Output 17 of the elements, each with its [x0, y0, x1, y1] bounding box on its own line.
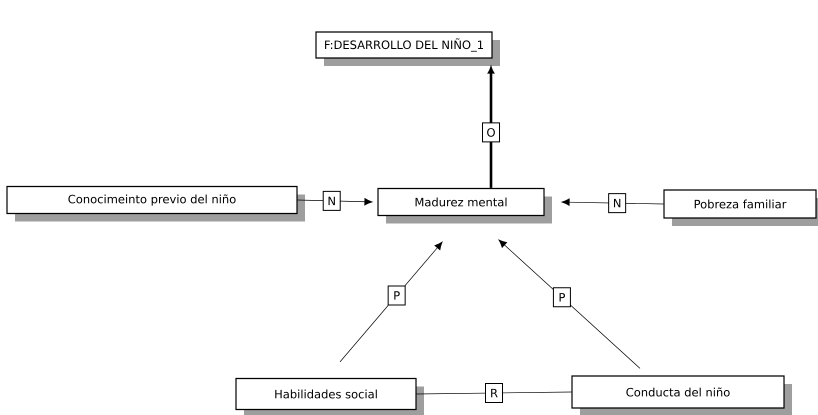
arrow: [340, 242, 443, 362]
text-box: Madurez mental: [377, 188, 552, 224]
edge-label: P: [552, 287, 571, 308]
edge-label: N: [608, 193, 626, 214]
text-box: Pobreza familiar: [663, 189, 818, 226]
arrow: [297, 198, 373, 206]
edge-label: P: [388, 285, 406, 306]
edge-label: R: [485, 383, 503, 403]
arrow: [498, 240, 640, 369]
text-box: Habilidades social: [235, 378, 424, 415]
text-box: Conocimeinto previo del niño: [6, 186, 305, 222]
edge-label: N: [322, 190, 341, 211]
text-box: Conducta del niño: [571, 375, 792, 415]
arrow: [488, 66, 494, 188]
edge-label: O: [482, 122, 500, 142]
arrow: [562, 198, 664, 206]
text-box: F:DESARROLLO DEL NIÑO_1: [315, 31, 500, 66]
